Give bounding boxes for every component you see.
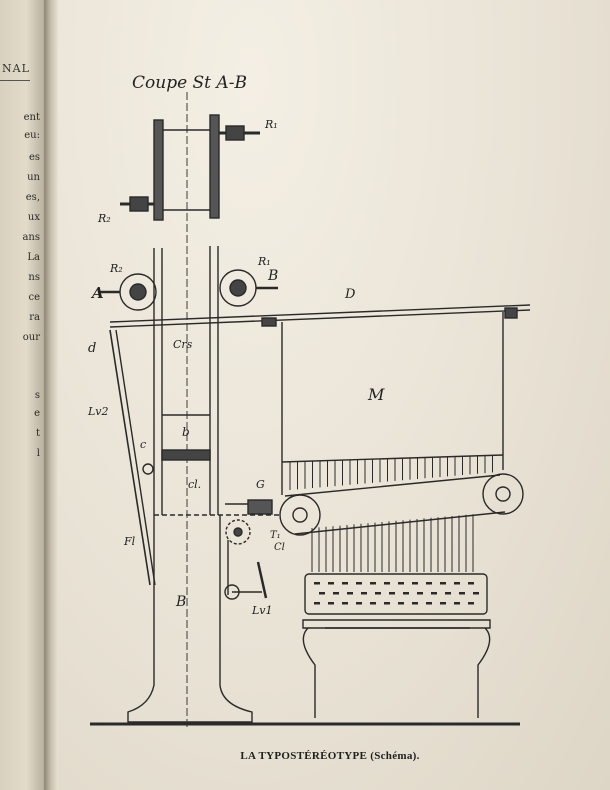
book-gutter — [44, 0, 58, 790]
pedestal-base — [127, 515, 253, 723]
magazine-hatching — [289, 455, 493, 490]
left-page-header: NAL — [2, 62, 30, 75]
lever-lv1 — [224, 540, 268, 600]
text-fragment: ans — [22, 232, 40, 243]
label-fl: Fl — [123, 535, 136, 548]
text-fragment: ns — [28, 272, 40, 283]
text-fragment: eu: — [24, 130, 40, 141]
left-page: NAL ent eu: es un es, ux ans La ns ce ra… — [0, 0, 44, 790]
text-fragment: un — [27, 172, 40, 183]
text-fragment: es, — [25, 192, 40, 203]
text-fragment: e — [34, 408, 40, 419]
label-b-small: b — [182, 425, 190, 439]
figure-caption: LA TYPOSTÉRÉOTYPE (Schéma). — [240, 750, 420, 762]
label-d-rail: D — [344, 287, 356, 302]
label-a: A — [90, 284, 104, 302]
text-fragment: ent — [23, 112, 40, 123]
text-fragment: es — [28, 152, 40, 163]
label-b-right: B — [267, 268, 278, 284]
text-fragment: ce — [28, 292, 40, 303]
text-fragment: l — [36, 448, 40, 459]
label-d: d — [88, 341, 96, 356]
lever-lv2 — [109, 329, 156, 586]
text-fragment: ra — [29, 312, 40, 323]
label-c: c — [140, 438, 146, 451]
label-b-base: B — [175, 594, 186, 610]
text-fragment: s — [34, 390, 40, 401]
pulley-r1 — [219, 269, 278, 307]
label-r2: R₂ — [109, 262, 123, 275]
pulley-r2 — [100, 273, 157, 311]
main-frame — [153, 246, 280, 516]
text-fragment: ux — [27, 212, 40, 223]
label-cl2: Cl — [274, 542, 285, 553]
label-lv2: Lv2 — [87, 405, 109, 418]
conveyor-belt — [279, 473, 524, 536]
label-lv1: Lv1 — [251, 604, 273, 617]
right-page — [58, 0, 610, 790]
label-r1-top: R₁ — [264, 118, 278, 131]
text-fragment: t — [35, 428, 40, 439]
top-rail — [109, 304, 531, 328]
label-r2-top: R₂ — [97, 212, 111, 225]
label-t1: T₁ — [270, 530, 281, 541]
text-fragment: our — [22, 332, 40, 343]
left-page-rule — [0, 80, 30, 81]
label-m: M — [367, 385, 385, 404]
magazine-box — [281, 312, 504, 495]
gear-g — [225, 499, 273, 545]
label-g: G — [256, 478, 265, 491]
label-r1: R₁ — [257, 255, 271, 268]
text-fragment: La — [27, 252, 40, 263]
figure-title: Coupe St A-B — [132, 73, 247, 93]
label-cl: cl. — [188, 478, 201, 491]
comb-teeth — [311, 514, 474, 572]
table-punch-marks — [314, 582, 479, 605]
upper-pulley-section — [120, 114, 260, 221]
side-table — [302, 573, 491, 718]
label-crs: Crs — [173, 338, 193, 351]
